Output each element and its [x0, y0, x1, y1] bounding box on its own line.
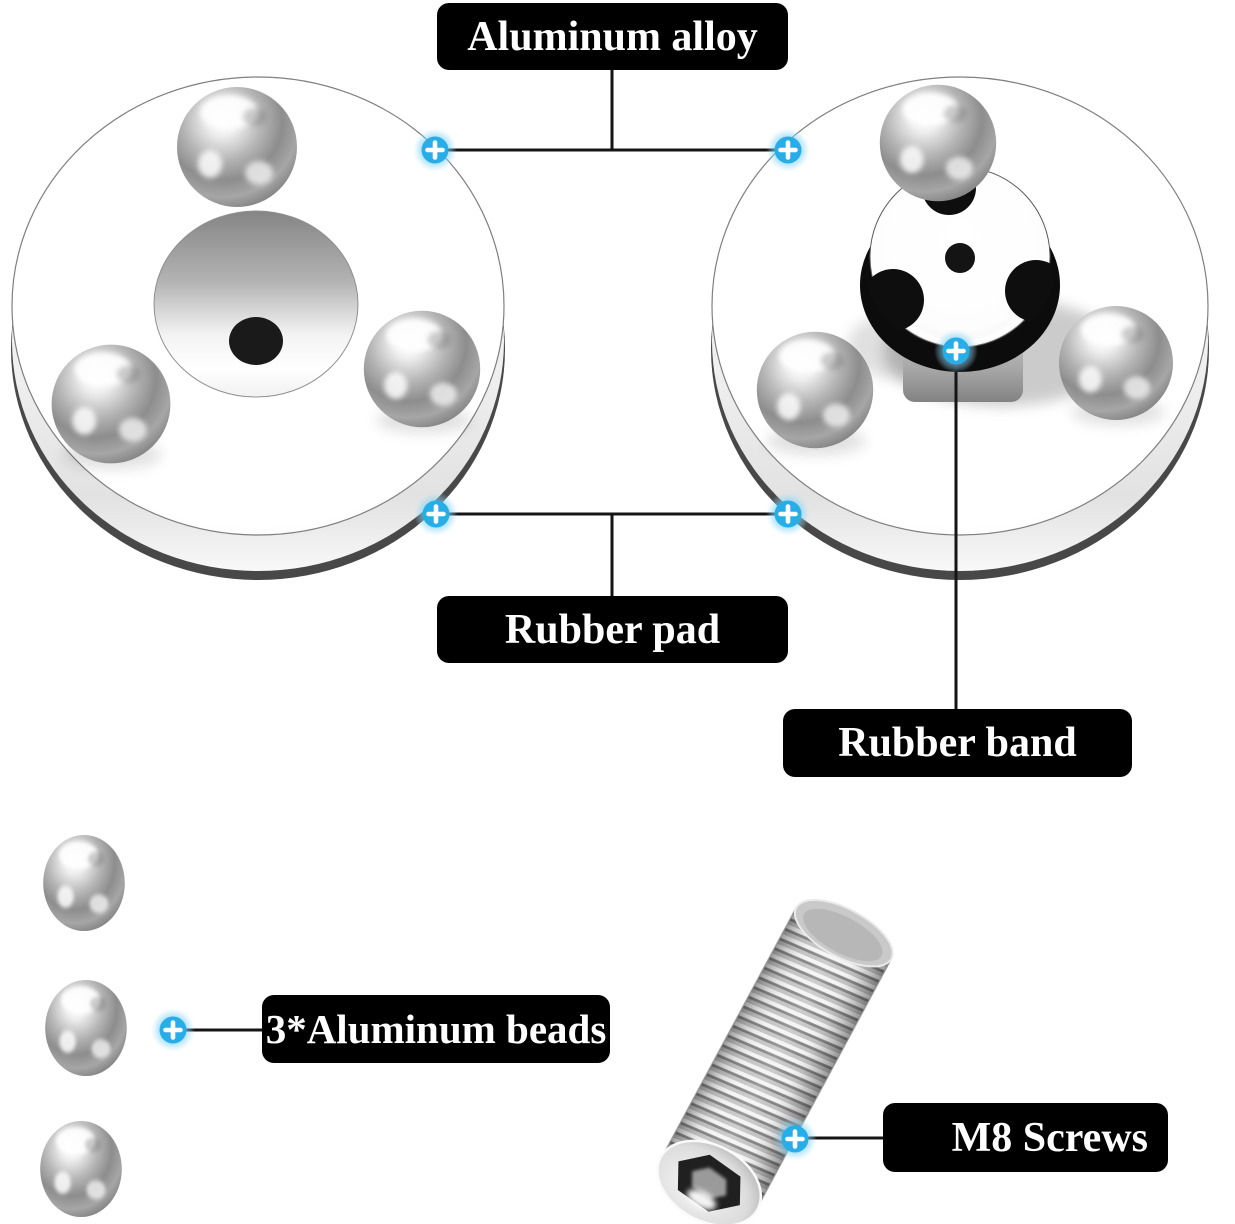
label-aluminum-alloy: Aluminum alloy [437, 3, 788, 70]
loose-beads-illustration [40, 835, 127, 1217]
plus-marker-icon [414, 492, 458, 536]
screw-body-shading [661, 907, 892, 1209]
aluminum-bead [43, 835, 125, 931]
aluminum-bead-on-foot [177, 87, 297, 207]
aluminum-bead-on-foot [52, 345, 171, 464]
plus-marker-icon [766, 128, 810, 172]
hub-screw-hole [945, 243, 975, 273]
left-foot-screw-hole [229, 317, 283, 365]
plus-marker-icon [934, 329, 978, 373]
aluminum-bead-on-foot [880, 85, 996, 201]
hex-socket-highlight [686, 1189, 717, 1210]
plus-marker-icon [151, 1008, 195, 1052]
label-m8-screws: M8 Screws [883, 1103, 1168, 1172]
label-aluminum-beads: 3*Aluminum beads [262, 995, 610, 1063]
m8-screw-illustration [656, 899, 894, 1224]
label-rubber-pad: Rubber pad [437, 596, 788, 663]
aluminum-bead [45, 980, 127, 1076]
aluminum-bead-on-foot [1059, 306, 1173, 420]
aluminum-bead [40, 1121, 122, 1217]
aluminum-bead-on-foot [364, 311, 480, 427]
plus-marker-icon [773, 1117, 817, 1161]
screw-silhouette [660, 907, 893, 1210]
left-foot-illustration [11, 76, 505, 580]
screw-top-face-inner [803, 908, 883, 962]
label-rubber-band: Rubber band [783, 709, 1132, 777]
left-foot-center-dome [153, 210, 359, 398]
leader-lines [186, 70, 958, 1140]
plus-marker-icon [766, 492, 810, 536]
plus-marker-icon [413, 128, 457, 172]
aluminum-bead-on-foot [757, 332, 873, 448]
